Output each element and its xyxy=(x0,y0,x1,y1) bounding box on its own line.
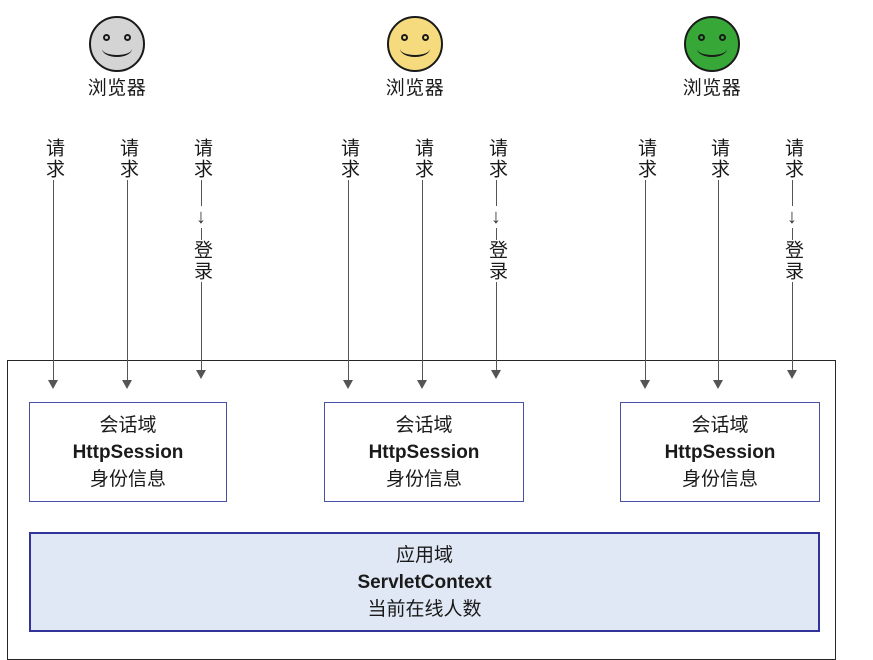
flow-line xyxy=(421,180,423,381)
arrowhead-icon xyxy=(196,370,206,379)
flow-line xyxy=(200,282,202,371)
session-api-label: HttpSession xyxy=(368,441,480,463)
request-flow-3-3: 请求 ↓ 登录 xyxy=(779,138,805,379)
down-arrow-icon: ↓ xyxy=(787,206,797,228)
eye-left-icon xyxy=(401,34,408,41)
browser-label-3: 浏览器 xyxy=(682,78,742,99)
arrowhead-icon xyxy=(343,380,353,389)
flow-line-segment xyxy=(791,180,793,206)
arrowhead-icon xyxy=(48,380,58,389)
flow-line xyxy=(126,180,128,381)
flow-line-segment xyxy=(495,228,497,240)
flow-line xyxy=(347,180,349,381)
login-label: 登录 xyxy=(486,240,507,282)
arrowhead-icon xyxy=(491,370,501,379)
login-label: 登录 xyxy=(191,240,212,282)
request-label: 请求 xyxy=(338,138,359,180)
smile-mouth-icon xyxy=(697,41,727,57)
flow-line-segment xyxy=(495,180,497,206)
flow-line-segment xyxy=(200,228,202,240)
session-box-2: 会话域 HttpSession 身份信息 xyxy=(324,402,524,502)
app-scope-label: 应用域 xyxy=(395,544,453,566)
down-arrow-icon: ↓ xyxy=(196,206,206,228)
app-content-label: 当前在线人数 xyxy=(367,598,482,620)
request-label: 请求 xyxy=(635,138,656,180)
request-label: 请求 xyxy=(708,138,729,180)
browser-label-2: 浏览器 xyxy=(385,78,445,99)
session-box-3: 会话域 HttpSession 身份信息 xyxy=(620,402,820,502)
request-label: 请求 xyxy=(117,138,138,180)
request-flow-3-2: 请求 xyxy=(705,138,731,389)
request-label: 请求 xyxy=(43,138,64,180)
session-content-label: 身份信息 xyxy=(89,468,166,490)
request-flow-2-2: 请求 xyxy=(409,138,435,389)
session-api-label: HttpSession xyxy=(664,441,776,463)
login-label: 登录 xyxy=(782,240,803,282)
smiley-face-green-icon xyxy=(684,16,740,72)
flow-line xyxy=(791,282,793,371)
session-api-label: HttpSession xyxy=(72,441,184,463)
flow-line xyxy=(52,180,54,381)
smiley-face-yellow-icon xyxy=(387,16,443,72)
request-flow-2-3: 请求 ↓ 登录 xyxy=(483,138,509,379)
smiley-face-gray-icon xyxy=(89,16,145,72)
arrowhead-icon xyxy=(417,380,427,389)
request-label: 请求 xyxy=(412,138,433,180)
session-scope-label: 会话域 xyxy=(395,414,453,436)
session-scope-label: 会话域 xyxy=(691,414,749,436)
arrowhead-icon xyxy=(122,380,132,389)
request-label: 请求 xyxy=(486,138,507,180)
eye-left-icon xyxy=(698,34,705,41)
arrowhead-icon xyxy=(787,370,797,379)
session-scope-label: 会话域 xyxy=(99,414,157,436)
browser-group-2: 浏览器 xyxy=(355,16,475,100)
down-arrow-icon: ↓ xyxy=(491,206,501,228)
request-flow-1-2: 请求 xyxy=(114,138,140,389)
eye-right-icon xyxy=(124,34,131,41)
arrowhead-icon xyxy=(713,380,723,389)
flow-line-segment xyxy=(791,228,793,240)
session-content-label: 身份信息 xyxy=(385,468,462,490)
browser-group-3: 浏览器 xyxy=(652,16,772,100)
request-label: 请求 xyxy=(782,138,803,180)
flow-line xyxy=(495,282,497,371)
request-label: 请求 xyxy=(191,138,212,180)
session-content-label: 身份信息 xyxy=(681,468,758,490)
browser-label-1: 浏览器 xyxy=(87,78,147,99)
session-box-1: 会话域 HttpSession 身份信息 xyxy=(29,402,227,502)
smile-mouth-icon xyxy=(102,41,132,57)
diagram-canvas: 浏览器 浏览器 浏览器 会话域 HttpSession 身份信息 会话域 Htt… xyxy=(7,16,836,660)
eye-right-icon xyxy=(719,34,726,41)
request-flow-1-1: 请求 xyxy=(40,138,66,389)
flow-line-segment xyxy=(200,180,202,206)
request-flow-1-3: 请求 ↓ 登录 xyxy=(188,138,214,379)
flow-line xyxy=(717,180,719,381)
smile-mouth-icon xyxy=(400,41,430,57)
eye-right-icon xyxy=(422,34,429,41)
arrowhead-icon xyxy=(640,380,650,389)
app-api-label: ServletContext xyxy=(357,571,492,593)
request-flow-2-1: 请求 xyxy=(335,138,361,389)
request-flow-3-1: 请求 xyxy=(632,138,658,389)
browser-group-1: 浏览器 xyxy=(57,16,177,100)
application-scope-box: 应用域 ServletContext 当前在线人数 xyxy=(29,532,820,632)
flow-line xyxy=(644,180,646,381)
eye-left-icon xyxy=(103,34,110,41)
